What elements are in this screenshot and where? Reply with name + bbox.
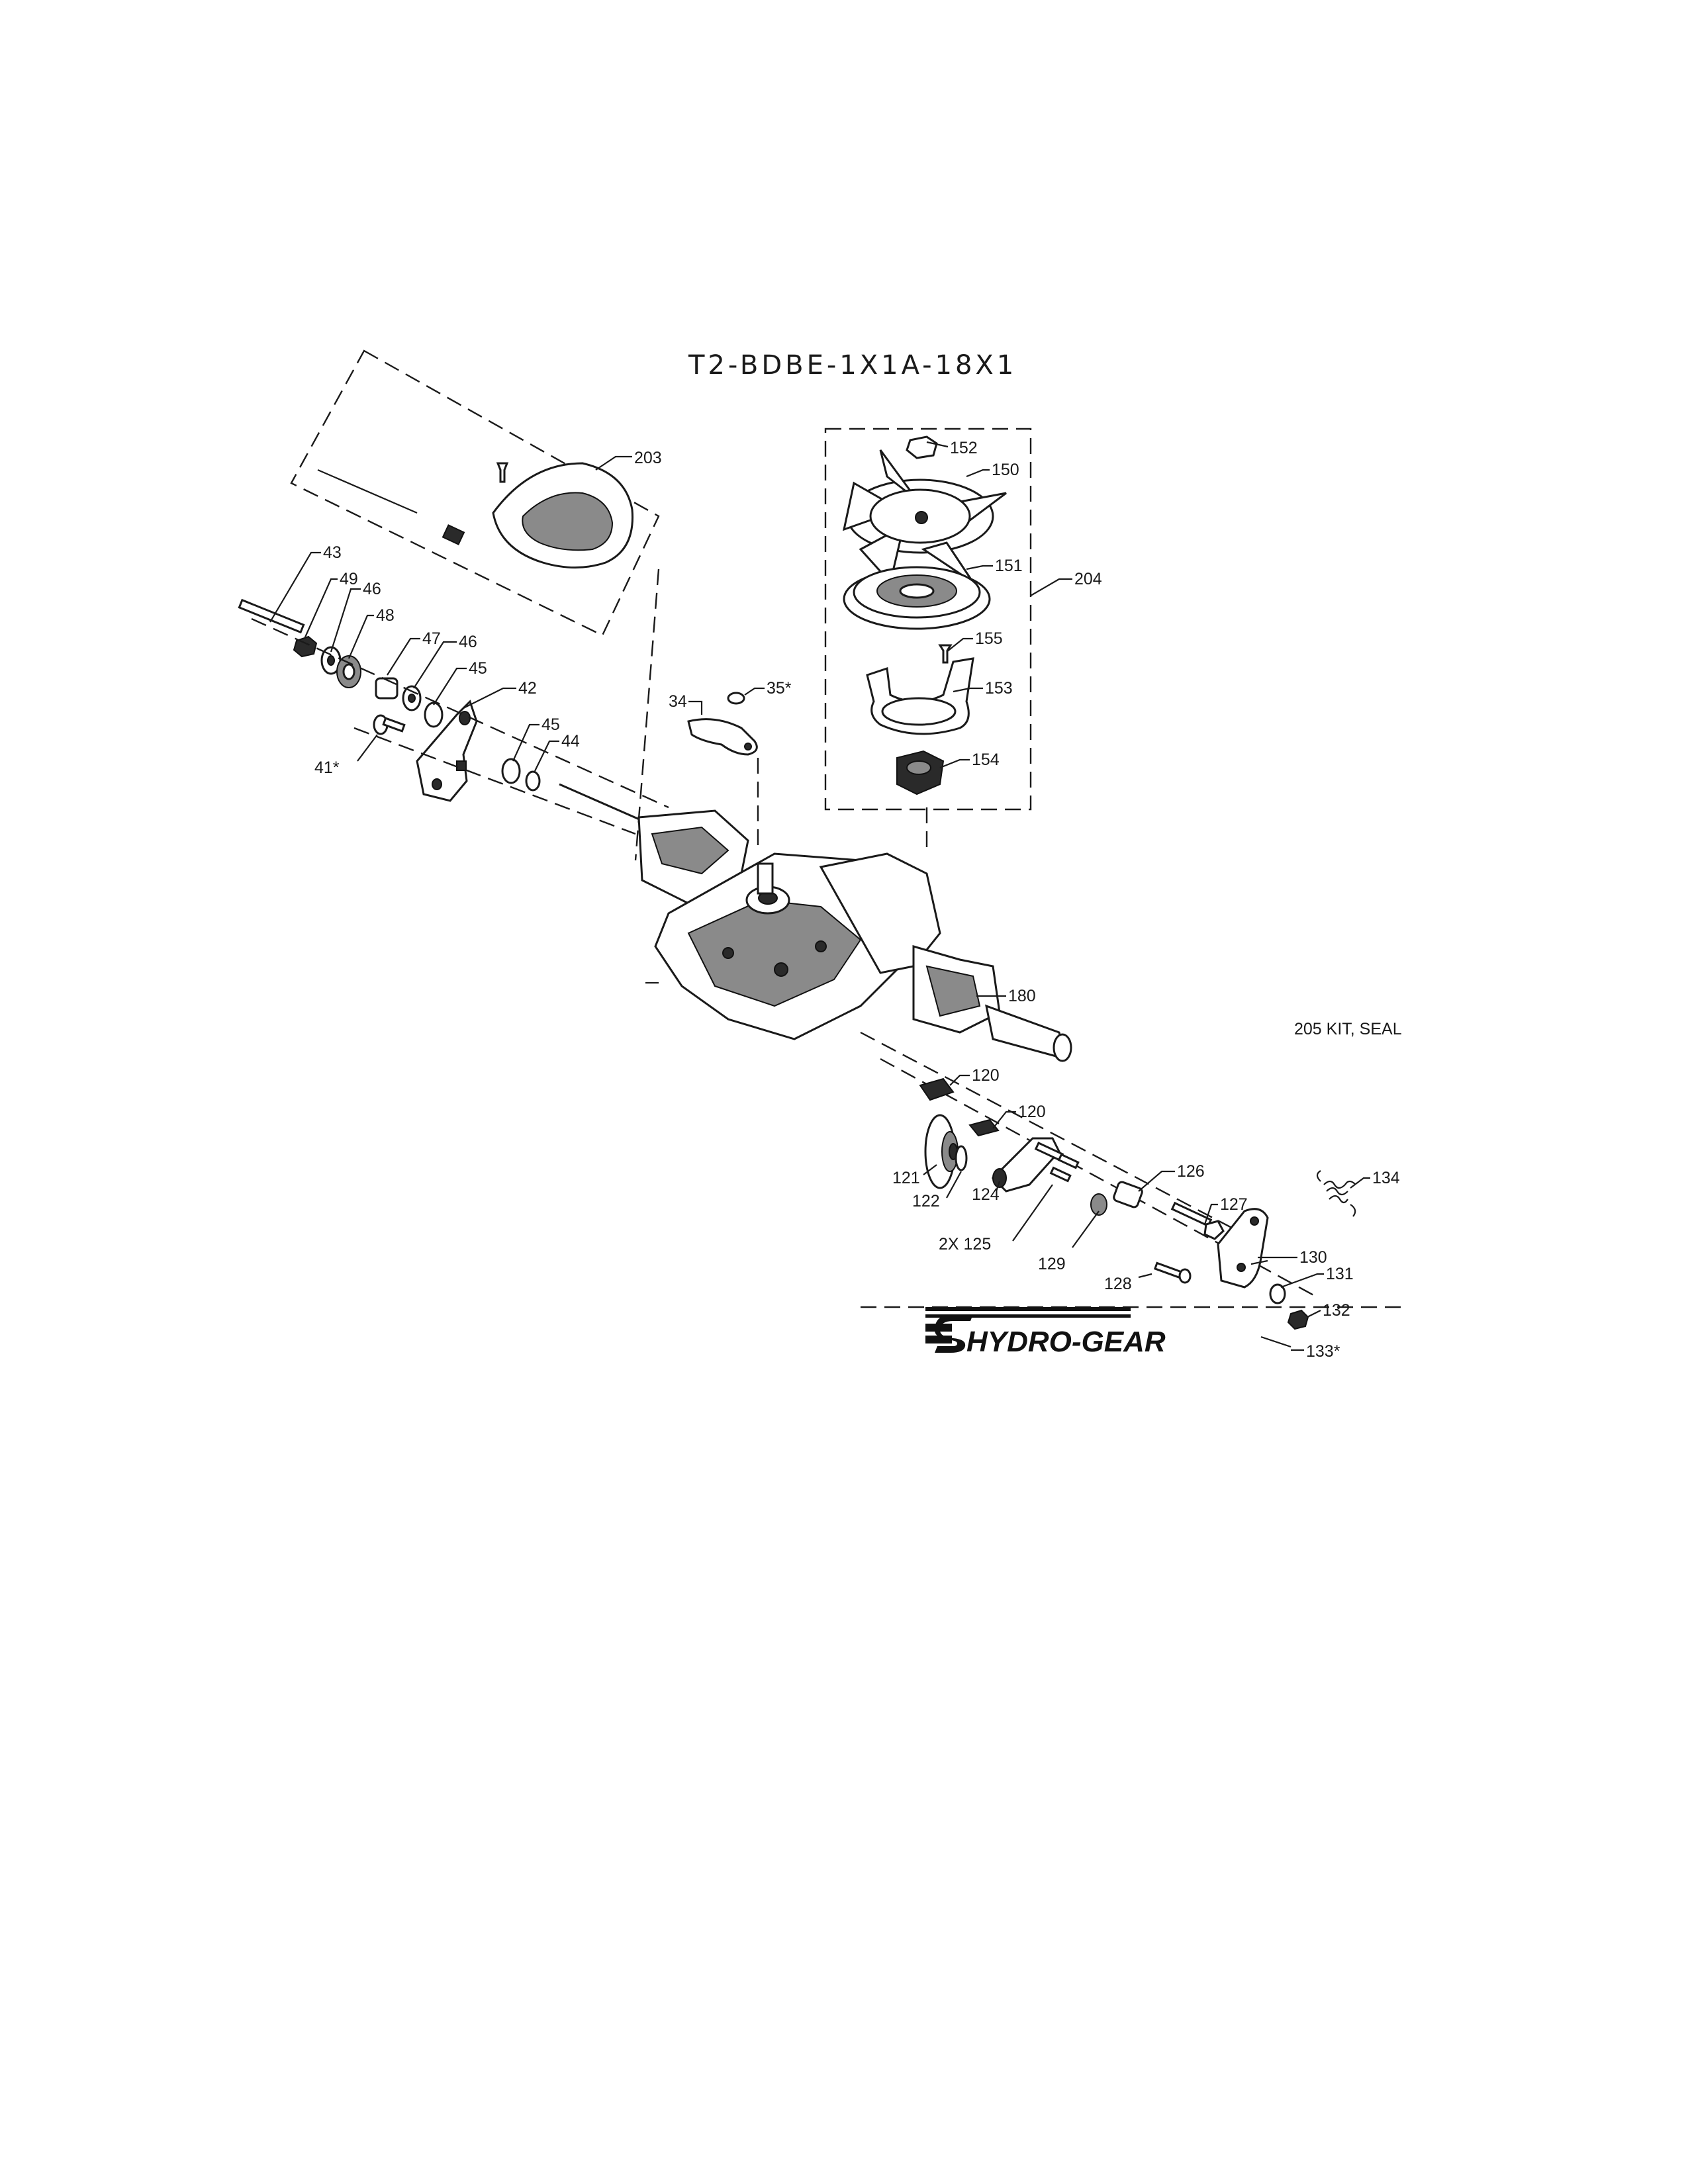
part-120-key-b bbox=[968, 1118, 1000, 1137]
callout-127: 127 bbox=[1220, 1195, 1248, 1214]
callout-120-b: 120 bbox=[1018, 1103, 1046, 1121]
callout-132: 132 bbox=[1323, 1301, 1350, 1320]
part-124-arm bbox=[991, 1137, 1064, 1193]
axle-line-left bbox=[251, 617, 669, 809]
part-150-fan bbox=[842, 449, 1007, 585]
callout-47: 47 bbox=[422, 629, 441, 648]
part-203-cover bbox=[317, 462, 633, 569]
part-44-washer bbox=[525, 770, 541, 792]
callout-46-b: 46 bbox=[459, 633, 477, 651]
part-35-washer bbox=[727, 692, 745, 705]
callout-120-a: 120 bbox=[972, 1066, 1000, 1085]
part-151-pulley bbox=[843, 566, 991, 630]
group-203-dashed-outline bbox=[290, 349, 660, 861]
brand-name: HYDRO-GEAR bbox=[966, 1326, 1166, 1358]
part-120-key-a bbox=[919, 1077, 955, 1101]
callout-43: 43 bbox=[323, 543, 342, 562]
axle-line-left-lower bbox=[353, 727, 636, 835]
part-131-washer bbox=[1269, 1283, 1286, 1304]
callout-124: 124 bbox=[972, 1185, 1000, 1204]
callout-35: 35* bbox=[767, 679, 792, 698]
callout-130: 130 bbox=[1299, 1248, 1327, 1267]
part-127-bolt bbox=[1170, 1201, 1225, 1240]
callout-133: 133* bbox=[1306, 1342, 1340, 1361]
callout-labels: 203 152 150 151 204 155 153 154 43 49 46… bbox=[314, 439, 1400, 1361]
part-121-disc bbox=[924, 1114, 959, 1189]
part-48-bearing bbox=[336, 655, 361, 688]
seal-kit-note: 205 KIT, SEAL bbox=[1294, 1020, 1402, 1038]
callout-128: 128 bbox=[1104, 1275, 1132, 1293]
callout-121: 121 bbox=[892, 1169, 920, 1187]
part-128-bolt bbox=[1153, 1261, 1192, 1284]
callout-125: 2X 125 bbox=[939, 1235, 991, 1253]
callout-122: 122 bbox=[912, 1192, 940, 1210]
callout-45-b: 45 bbox=[541, 715, 560, 734]
transaxle-housing bbox=[559, 783, 1072, 1062]
part-34-arm bbox=[687, 718, 758, 756]
callout-154: 154 bbox=[972, 751, 1000, 769]
part-46-washer-b bbox=[402, 685, 422, 711]
model-number-title: T2-BDBE-1X1A-18X1 bbox=[688, 350, 1017, 381]
hydro-gear-logo: HYDRO-GEAR bbox=[925, 1307, 1166, 1358]
part-132-nut bbox=[1287, 1309, 1309, 1330]
part-133-pin bbox=[1260, 1336, 1291, 1348]
callout-46-a: 46 bbox=[363, 580, 381, 598]
callout-41: 41* bbox=[314, 758, 340, 777]
callout-204: 204 bbox=[1074, 570, 1102, 588]
part-126-spacer bbox=[1113, 1181, 1143, 1208]
callout-48: 48 bbox=[376, 606, 395, 625]
callout-155: 155 bbox=[975, 629, 1003, 648]
part-41-bolt bbox=[373, 714, 406, 735]
part-125-pins bbox=[1049, 1153, 1080, 1183]
callout-131: 131 bbox=[1326, 1265, 1354, 1283]
part-152-nut bbox=[906, 435, 938, 459]
part-134-spring bbox=[1316, 1170, 1356, 1217]
callout-34: 34 bbox=[669, 692, 687, 711]
part-122-washer bbox=[955, 1145, 968, 1171]
part-45-washer-b bbox=[501, 758, 521, 784]
part-49-nut bbox=[293, 635, 318, 658]
part-130-plate bbox=[1217, 1208, 1269, 1289]
callout-129: 129 bbox=[1038, 1255, 1066, 1273]
callout-180: 180 bbox=[1008, 987, 1036, 1005]
callout-152: 152 bbox=[950, 439, 978, 457]
callout-126: 126 bbox=[1177, 1162, 1205, 1181]
callout-49: 49 bbox=[340, 570, 358, 588]
callout-44: 44 bbox=[561, 732, 580, 751]
part-47-spacer bbox=[375, 677, 399, 700]
part-154-coupler bbox=[896, 750, 945, 796]
leader-lines bbox=[269, 441, 1370, 1351]
part-45-washer-a bbox=[424, 702, 444, 728]
callout-153: 153 bbox=[985, 679, 1013, 698]
callout-203: 203 bbox=[634, 449, 662, 467]
part-43-pin bbox=[238, 598, 305, 634]
callout-150: 150 bbox=[992, 461, 1019, 479]
callout-151: 151 bbox=[995, 557, 1023, 575]
callout-42: 42 bbox=[518, 679, 537, 698]
callout-45-a: 45 bbox=[469, 659, 487, 678]
callout-134: 134 bbox=[1372, 1169, 1400, 1187]
part-42-bracket bbox=[416, 700, 478, 802]
part-129-bushing bbox=[1090, 1193, 1107, 1216]
part-153-bracket bbox=[866, 657, 974, 735]
part-155-screw bbox=[938, 644, 953, 664]
